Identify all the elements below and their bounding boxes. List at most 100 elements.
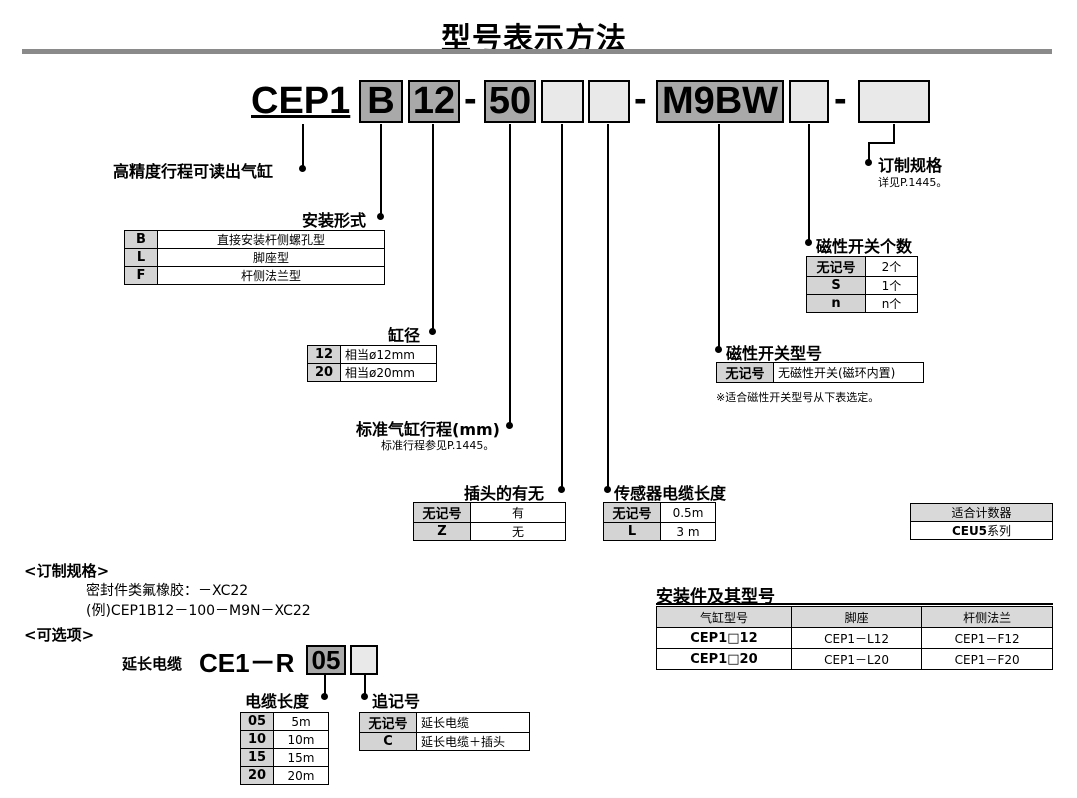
leader-options-suffix <box>364 675 366 697</box>
leader-custom-a <box>893 124 895 144</box>
switch-val: 无磁性开关(磁环内置) <box>773 362 924 383</box>
mounting-table: 气缸型号 脚座 杆侧法兰 CEP1□12 CEP1－L12 CEP1－F12 C… <box>656 606 1053 670</box>
len-val: 15m <box>273 748 329 767</box>
options-code-prefix: CE1－R <box>199 648 295 678</box>
mount-val: 杆侧法兰型 <box>157 266 385 285</box>
counter-table: 适合计数器 CEU5系列 <box>910 503 1053 540</box>
plug-key: Z <box>413 522 471 541</box>
custom-spec-line-1: 密封件类氟橡胶：－XC22 <box>86 583 249 599</box>
code-switch-box: M9BW <box>656 80 784 123</box>
label-main: 高精度行程可读出气缸 <box>113 162 274 181</box>
count-key: 无记号 <box>806 256 866 277</box>
label-sensor-cable: 传感器电缆长度 <box>614 484 727 503</box>
code-dash-2: - <box>634 78 647 120</box>
mounting-cell: CEP1□20 <box>656 648 792 670</box>
dot-bore <box>429 328 436 335</box>
len-key: 05 <box>240 712 274 731</box>
mounting-header: 杆侧法兰 <box>921 606 1053 628</box>
label-custom: 订制规格 <box>878 156 943 175</box>
table-row: 无记号延长电缆 <box>359 712 530 733</box>
dot-switch <box>715 346 722 353</box>
cable-key: L <box>603 522 661 541</box>
leader-custom-b <box>868 142 895 144</box>
leader-plug <box>561 124 563 490</box>
mounting-header: 气缸型号 <box>656 606 792 628</box>
options-len-box: 05 <box>306 645 346 675</box>
code-prefix: CEP1 <box>251 80 351 122</box>
mounting-cell: CEP1－L20 <box>790 648 923 670</box>
mounting-cell: CEP1－F20 <box>921 648 1053 670</box>
leader-bore <box>432 124 434 332</box>
leader-count <box>808 124 810 243</box>
code-dash-3: - <box>834 78 847 120</box>
counter-value-bold: CEU5 <box>951 524 988 538</box>
mounting-rule <box>656 603 1053 605</box>
mounting-cell: CEP1－L12 <box>790 627 923 649</box>
switch-note: ※适合磁性开关型号从下表选定。 <box>716 391 880 404</box>
dot-options-len <box>321 693 328 700</box>
leader-mount <box>380 124 382 217</box>
suffix-key: C <box>359 732 417 751</box>
code-custom-box <box>858 80 930 123</box>
dot-count <box>805 239 812 246</box>
len-key: 20 <box>240 766 274 785</box>
cable-val: 0.5m <box>660 502 716 523</box>
leader-options-len <box>324 675 326 697</box>
mounting-cell: CEP1□12 <box>656 627 792 649</box>
bore-val: 相当ø12mm <box>340 345 437 364</box>
dot-mount <box>377 213 384 220</box>
suffix-val: 延长电缆＋插头 <box>416 732 530 751</box>
custom-spec-heading: <订制规格> <box>24 562 110 580</box>
leader-custom-c <box>868 142 870 164</box>
len-key: 15 <box>240 748 274 767</box>
suffix-val: 延长电缆 <box>416 712 530 733</box>
leader-stroke <box>509 124 511 426</box>
stroke-note: 标准行程参见P.1445。 <box>381 439 495 452</box>
bore-key: 20 <box>307 363 341 382</box>
mounting-heading: 安装件及其型号 <box>656 587 775 607</box>
count-val: 2个 <box>865 256 918 277</box>
count-val: 1个 <box>865 276 918 295</box>
table-header-row: 气缸型号 脚座 杆侧法兰 <box>656 606 1053 628</box>
options-suffix-label: 追记号 <box>372 692 421 711</box>
code-mount-box: B <box>359 80 403 123</box>
options-heading: <可选项> <box>24 626 95 644</box>
custom-note: 详见P.1445。 <box>878 176 948 189</box>
custom-spec-line-2: (例)CEP1B12－100－M9N－XC22 <box>86 603 311 619</box>
table-row: CEP1□20 CEP1－L20 CEP1－F20 <box>656 648 1053 670</box>
table-row: CEP1□12 CEP1－L12 CEP1－F12 <box>656 627 1053 649</box>
leader-cable <box>607 124 609 490</box>
cable-key: 无记号 <box>603 502 661 523</box>
label-switch-model: 磁性开关型号 <box>726 344 823 363</box>
table-row: 无记号有 <box>413 502 566 523</box>
mount-val: 脚座型 <box>157 248 385 267</box>
table-row: 无记号无磁性开关(磁环内置) <box>716 362 924 383</box>
switch-key: 无记号 <box>716 362 774 383</box>
code-cable-box <box>588 80 630 123</box>
dot-options-suffix <box>361 693 368 700</box>
len-key: 10 <box>240 730 274 749</box>
dot-main <box>299 165 306 172</box>
counter-value: CEU5系列 <box>910 521 1053 540</box>
code-bore-box: 12 <box>408 80 460 123</box>
plug-key: 无记号 <box>413 502 471 523</box>
code-count-box <box>789 80 829 123</box>
cable-val: 3 m <box>660 522 716 541</box>
counter-value-suffix: 系列 <box>987 524 1012 538</box>
dot-custom <box>865 159 872 166</box>
options-cable-label: 延长电缆 <box>122 655 183 673</box>
dot-plug <box>558 486 565 493</box>
